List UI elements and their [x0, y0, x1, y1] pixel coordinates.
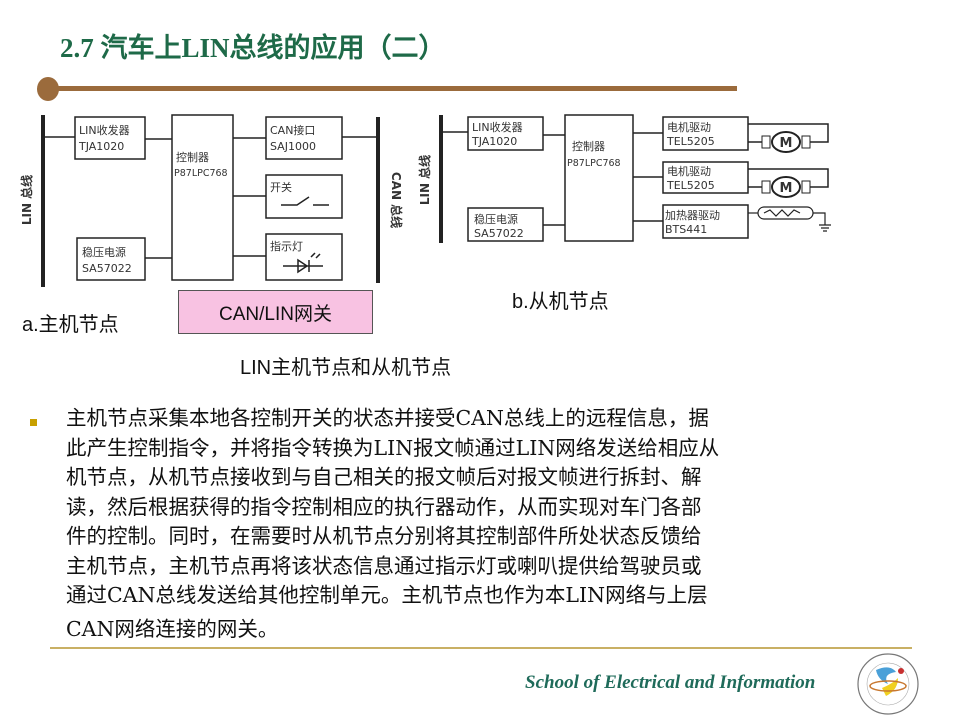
- can-interface-box: [265, 116, 343, 160]
- body-line: 此产生控制指令，并将指令转换为LIN报文帧通过LIN网络发送给相应从: [66, 435, 720, 460]
- gateway-label-box: CAN/LIN网关: [178, 290, 373, 334]
- motor-driver-part: TEL5205: [666, 135, 715, 148]
- motor-symbol: M: [780, 136, 793, 151]
- lin-bus-label-b: LIN 总线: [417, 155, 432, 205]
- body-line: 主机节点，主机节点再将该状态信息通过指示灯或喇叭提供给驾驶员或: [66, 553, 702, 578]
- lin-bus-label: LIN 总线: [19, 175, 34, 225]
- footer-school-name: School of Electrical and Information: [525, 672, 816, 693]
- node-diagrams: LIN 总线 CAN 总线 LIN收发器 TJA1020 控制器 P87LPC7…: [19, 114, 831, 287]
- body-line: 通过CAN总线发送给其他控制单元。主机节点也作为本LIN网络与上层: [66, 583, 708, 607]
- slide-title: 2.7 汽车上LIN总线的应用（二）: [60, 33, 446, 63]
- lin-transceiver-part: TJA1020: [78, 140, 124, 153]
- lin-transceiver-box: [74, 116, 146, 160]
- body-line: 件的控制。同时，在需要时从机节点分别将其控制部件所处状态反馈给: [66, 524, 702, 548]
- can-interface-part: SAJ1000: [270, 140, 316, 153]
- master-node-diagram: [41, 114, 380, 287]
- motor-driver-part: TEL5205: [666, 179, 715, 192]
- motor-icon: [761, 131, 811, 153]
- controller-part-b: P87LPC768: [567, 158, 621, 169]
- footer-rule: [50, 647, 912, 649]
- heater-icon: [748, 206, 831, 232]
- body-line: 读，然后根据获得的指令控制相应的执行器动作，从而实现对车门各部: [66, 494, 702, 519]
- figure-caption: LIN主机节点和从机节点: [240, 357, 452, 379]
- regulator-part: SA57022: [82, 262, 132, 275]
- motor-driver-label: 电机驱动: [667, 120, 711, 134]
- indicator-label: 指示灯: [270, 239, 303, 253]
- regulator-part-b: SA57022: [474, 227, 524, 240]
- can-bus-label: CAN 总线: [389, 172, 404, 228]
- controller-label: 控制器: [176, 150, 209, 164]
- school-logo: [857, 653, 919, 715]
- lin-transceiver-label: LIN收发器: [79, 123, 130, 137]
- slave-node-caption: b.从机节点: [512, 291, 609, 313]
- motor-icon: [761, 176, 811, 198]
- body-line: 机节点，从机节点接收到与自己相关的报文帧后对报文帧进行拆封、解: [66, 465, 702, 489]
- heater-driver-part: BTS441: [665, 223, 707, 236]
- led-icon: [283, 252, 323, 274]
- regulator-label-b: 稳压电源: [474, 212, 518, 226]
- controller-box: [171, 114, 234, 281]
- lin-transceiver-part-b: TJA1020: [471, 135, 517, 148]
- regulator-box: [76, 237, 146, 281]
- motor-symbol: M: [780, 181, 793, 196]
- slave-node-diagram: [439, 114, 831, 243]
- heater-driver-label: 加热器驱动: [665, 209, 720, 222]
- switch-box: [265, 174, 343, 219]
- indicator-box: [265, 233, 343, 281]
- master-node-caption: a.主机节点: [22, 314, 119, 336]
- ground-icon: [813, 212, 831, 232]
- body-text: 主机节点采集本地各控制开关的状态并接受CAN总线上的远程信息，据 此产生控制指令…: [66, 404, 936, 644]
- can-interface-label: CAN接口: [270, 124, 315, 137]
- switch-icon: [281, 196, 329, 206]
- body-line: 主机节点采集本地各控制开关的状态并接受CAN总线上的远程信息，据: [66, 406, 709, 430]
- switch-label: 开关: [270, 180, 292, 194]
- motor-driver-label: 电机驱动: [667, 164, 711, 178]
- body-line: CAN网络连接的网关。: [66, 616, 279, 641]
- title-rule: [45, 86, 737, 91]
- controller-part: P87LPC768: [174, 168, 228, 179]
- lin-transceiver-label-b: LIN收发器: [472, 120, 523, 134]
- bullet-icon: [30, 419, 37, 426]
- controller-label-b: 控制器: [572, 139, 605, 153]
- regulator-label: 稳压电源: [82, 245, 126, 259]
